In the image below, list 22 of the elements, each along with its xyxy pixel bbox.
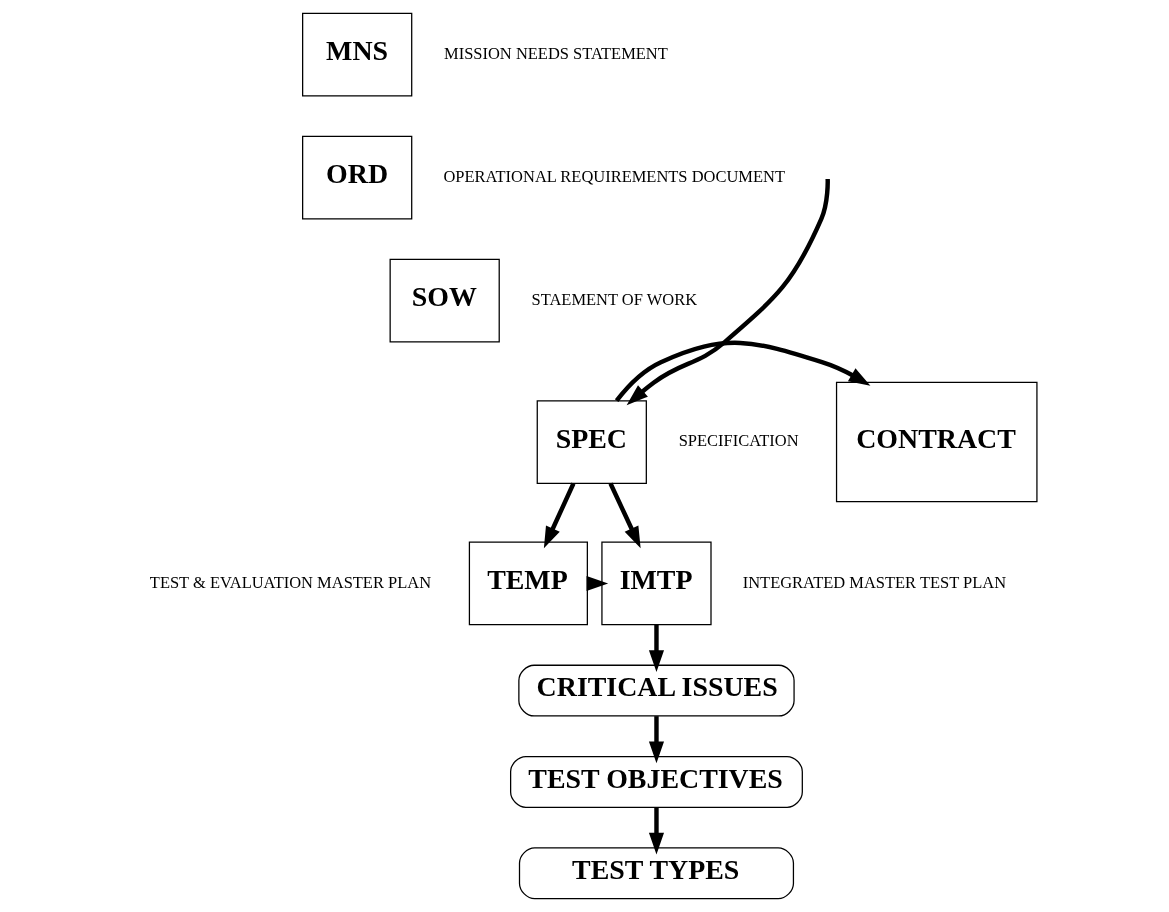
- arrow: [648, 807, 665, 855]
- arrow: [608, 482, 641, 549]
- node-box: TEST TYPES: [518, 847, 795, 900]
- node-label: STAEMENT OF WORK: [531, 289, 698, 309]
- node-label: INTEGRATED MASTER TEST PLAN: [742, 572, 1007, 592]
- node-label: TEST & EVALUATION MASTER PLAN: [149, 572, 432, 592]
- node-label: OPERATIONAL REQUIREMENTS DOCUMENT: [443, 166, 785, 186]
- arrow: [648, 624, 665, 672]
- node-box: SPEC: [536, 400, 647, 484]
- node-box: IMTP: [601, 541, 712, 626]
- arrow: [614, 340, 871, 403]
- node-label: MISSION NEEDS STATEMENT: [444, 43, 668, 63]
- node-label: SPECIFICATION: [678, 431, 799, 451]
- node-box: ORD: [302, 135, 413, 220]
- arrow: [543, 482, 576, 549]
- arrow: [626, 178, 830, 406]
- node-box: MNS: [302, 12, 413, 97]
- arrow: [648, 716, 665, 764]
- node-box: SOW: [389, 258, 500, 343]
- node-box: TEST OBJECTIVES: [510, 755, 803, 808]
- node-box: CRITICAL ISSUES: [518, 664, 795, 717]
- node-box: CONTRACT: [835, 381, 1038, 503]
